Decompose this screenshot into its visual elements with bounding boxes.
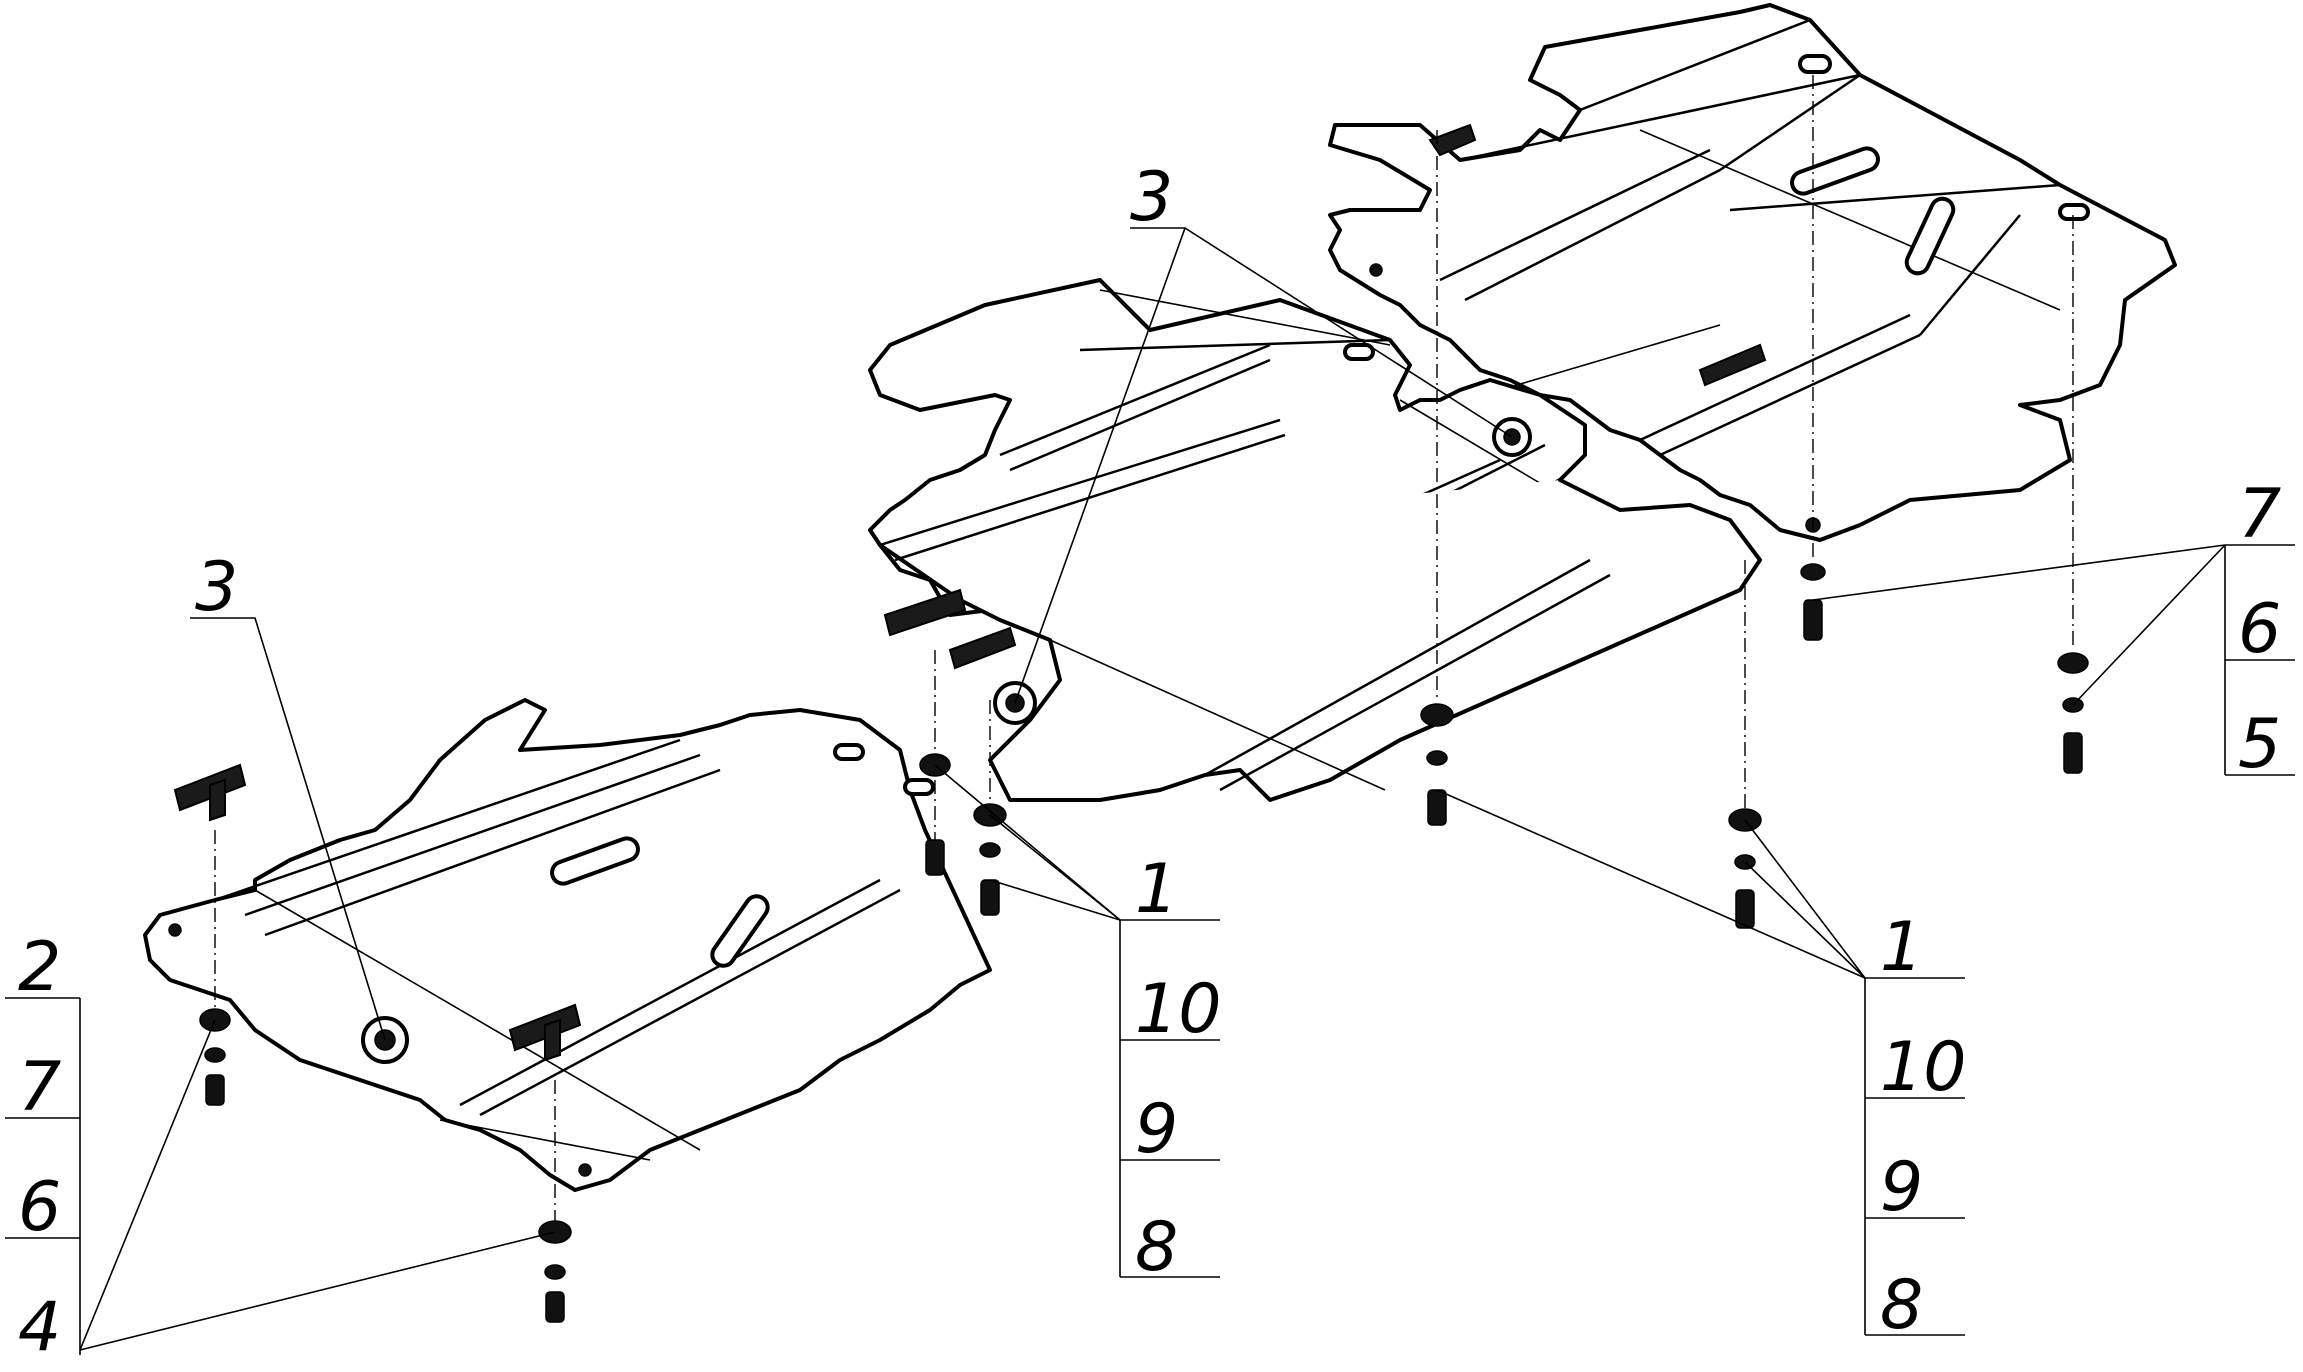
callout-mid-4: 8 bbox=[1135, 1208, 1178, 1287]
callout-left-2: 7 bbox=[18, 1048, 61, 1127]
callout-right-4: 8 bbox=[1880, 1266, 1923, 1345]
callout-right-3: 9 bbox=[1880, 1148, 1923, 1227]
callout-mid-3: 9 bbox=[1135, 1090, 1178, 1169]
callout-left-3: 6 bbox=[18, 1168, 61, 1247]
callout-left-1: 2 bbox=[18, 928, 61, 1007]
callout-left: 2 7 6 4 bbox=[5, 928, 81, 1367]
callout-label-3-left: 3 bbox=[195, 548, 238, 627]
callout-left-4: 4 bbox=[18, 1288, 61, 1367]
callout-plate-labels: 3 3 bbox=[195, 158, 1173, 627]
callout-tr-2: 6 bbox=[2238, 590, 2281, 669]
callout-tr-1: 7 bbox=[2238, 475, 2281, 554]
callout-right: 1 10 9 8 bbox=[1864, 908, 1967, 1345]
callout-tr-3: 5 bbox=[2238, 705, 2281, 784]
plate-rear bbox=[1328, 3, 2177, 542]
callout-middle: 1 10 9 8 bbox=[1119, 850, 1222, 1287]
plate-middle-front bbox=[878, 418, 1762, 802]
leader-lines bbox=[79, 227, 2226, 1351]
bracket-clips bbox=[173, 588, 1017, 1062]
callout-mid-1: 1 bbox=[1135, 850, 1178, 929]
callout-right-2: 10 bbox=[1880, 1028, 1967, 1107]
callout-mid-2: 10 bbox=[1135, 970, 1222, 1049]
callout-right-1: 1 bbox=[1880, 908, 1923, 987]
callout-top-right: 7 6 5 bbox=[2224, 475, 2295, 784]
callout-label-3-mid: 3 bbox=[1130, 158, 1173, 237]
plate-front bbox=[143, 698, 992, 1192]
